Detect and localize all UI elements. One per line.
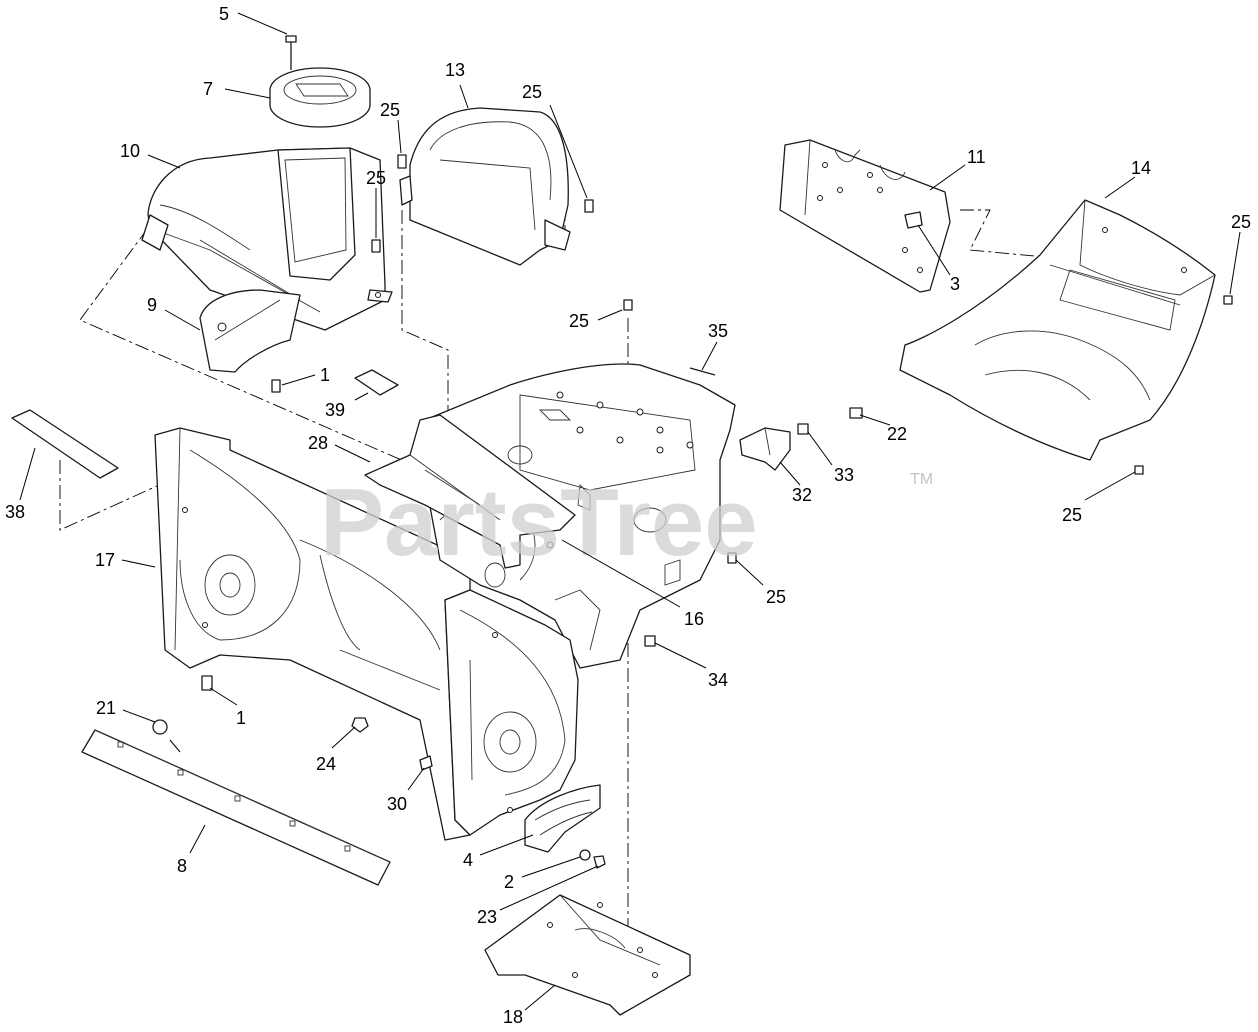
callout-25: 25 <box>366 168 386 188</box>
part-25-bolt-e <box>623 299 633 311</box>
watermark-trademark: TM <box>910 471 933 488</box>
part-7-collar-ring <box>269 67 371 128</box>
part-side-plate <box>444 589 579 836</box>
part-25-bolt-c <box>584 199 594 213</box>
part-25-bolt-a <box>397 154 407 169</box>
callout-25: 25 <box>380 100 400 120</box>
callout-34: 34 <box>708 670 728 690</box>
part-10-chute-housing <box>141 147 393 331</box>
callout-38: 38 <box>5 502 25 522</box>
part-25-bolt-f <box>1134 465 1144 475</box>
part-14-shield <box>899 199 1216 461</box>
callout-17: 17 <box>95 550 115 570</box>
callout-33: 33 <box>834 465 854 485</box>
callout-16: 16 <box>684 609 704 629</box>
callout-35: 35 <box>708 321 728 341</box>
part-21-knob <box>152 719 168 735</box>
callout-39: 39 <box>325 400 345 420</box>
part-25-bolt-g <box>727 552 737 564</box>
callout-10: 10 <box>120 141 140 161</box>
leader-lines <box>19 12 1241 1011</box>
part-4-skid-shoe <box>524 784 601 853</box>
part-35-washer <box>689 367 716 376</box>
callout-25: 25 <box>1062 505 1082 525</box>
callout-28: 28 <box>308 433 328 453</box>
callout-32: 32 <box>792 485 812 505</box>
part-16-gear-case <box>419 363 736 669</box>
part-18-skid-plate <box>484 894 691 1016</box>
part-22-bolt <box>849 407 863 419</box>
part-34-bolt <box>644 635 656 647</box>
hardware <box>152 154 1233 869</box>
callout-13: 13 <box>445 60 465 80</box>
callout-9: 9 <box>147 295 157 315</box>
part-8-scraper-bar <box>81 729 391 886</box>
callout-8: 8 <box>177 856 187 876</box>
part-13-belt-cover <box>399 107 571 266</box>
callout-2: 2 <box>504 872 514 892</box>
callout-25: 25 <box>522 82 542 102</box>
part-38-strip <box>11 409 119 479</box>
callout-22: 22 <box>887 424 907 444</box>
part-9-deflector <box>199 289 301 373</box>
part-1-bolt-a <box>271 379 281 393</box>
part-1-bolt-b <box>201 675 213 691</box>
callout-23: 23 <box>477 907 497 927</box>
callout-4: 4 <box>463 850 473 870</box>
part-28-plate <box>364 414 576 569</box>
part-25-bolt-b <box>371 239 381 253</box>
callout-5: 5 <box>219 4 229 24</box>
part-30-bolt <box>419 755 433 771</box>
callout-25: 25 <box>569 311 589 331</box>
part-24-nut <box>351 717 369 733</box>
part-23-nut <box>593 855 606 869</box>
callout-30: 30 <box>387 794 407 814</box>
part-3-clip <box>904 211 923 229</box>
watermark: PartsTree <box>320 469 758 576</box>
callout-1: 1 <box>320 365 330 385</box>
callout-21: 21 <box>96 698 116 718</box>
callout-24: 24 <box>316 754 336 774</box>
callout-18: 18 <box>503 1007 523 1027</box>
callout-25: 25 <box>766 587 786 607</box>
part-25-bolt-d <box>1223 295 1233 305</box>
part-11-bracket-plate <box>779 139 951 293</box>
part-2-washer <box>579 849 591 861</box>
part-5-screw <box>285 35 297 70</box>
part-39-pad <box>354 369 399 396</box>
callout-1: 1 <box>236 708 246 728</box>
callout-labels: 5 7 10 13 25 25 25 11 14 25 3 9 1 25 35 … <box>5 4 1251 1027</box>
part-33-nut <box>797 423 809 435</box>
part-32-bracket <box>739 427 791 471</box>
callout-14: 14 <box>1131 158 1151 178</box>
callout-7: 7 <box>203 79 213 99</box>
callout-25: 25 <box>1231 212 1251 232</box>
callout-3: 3 <box>950 274 960 294</box>
callout-11: 11 <box>967 147 986 167</box>
